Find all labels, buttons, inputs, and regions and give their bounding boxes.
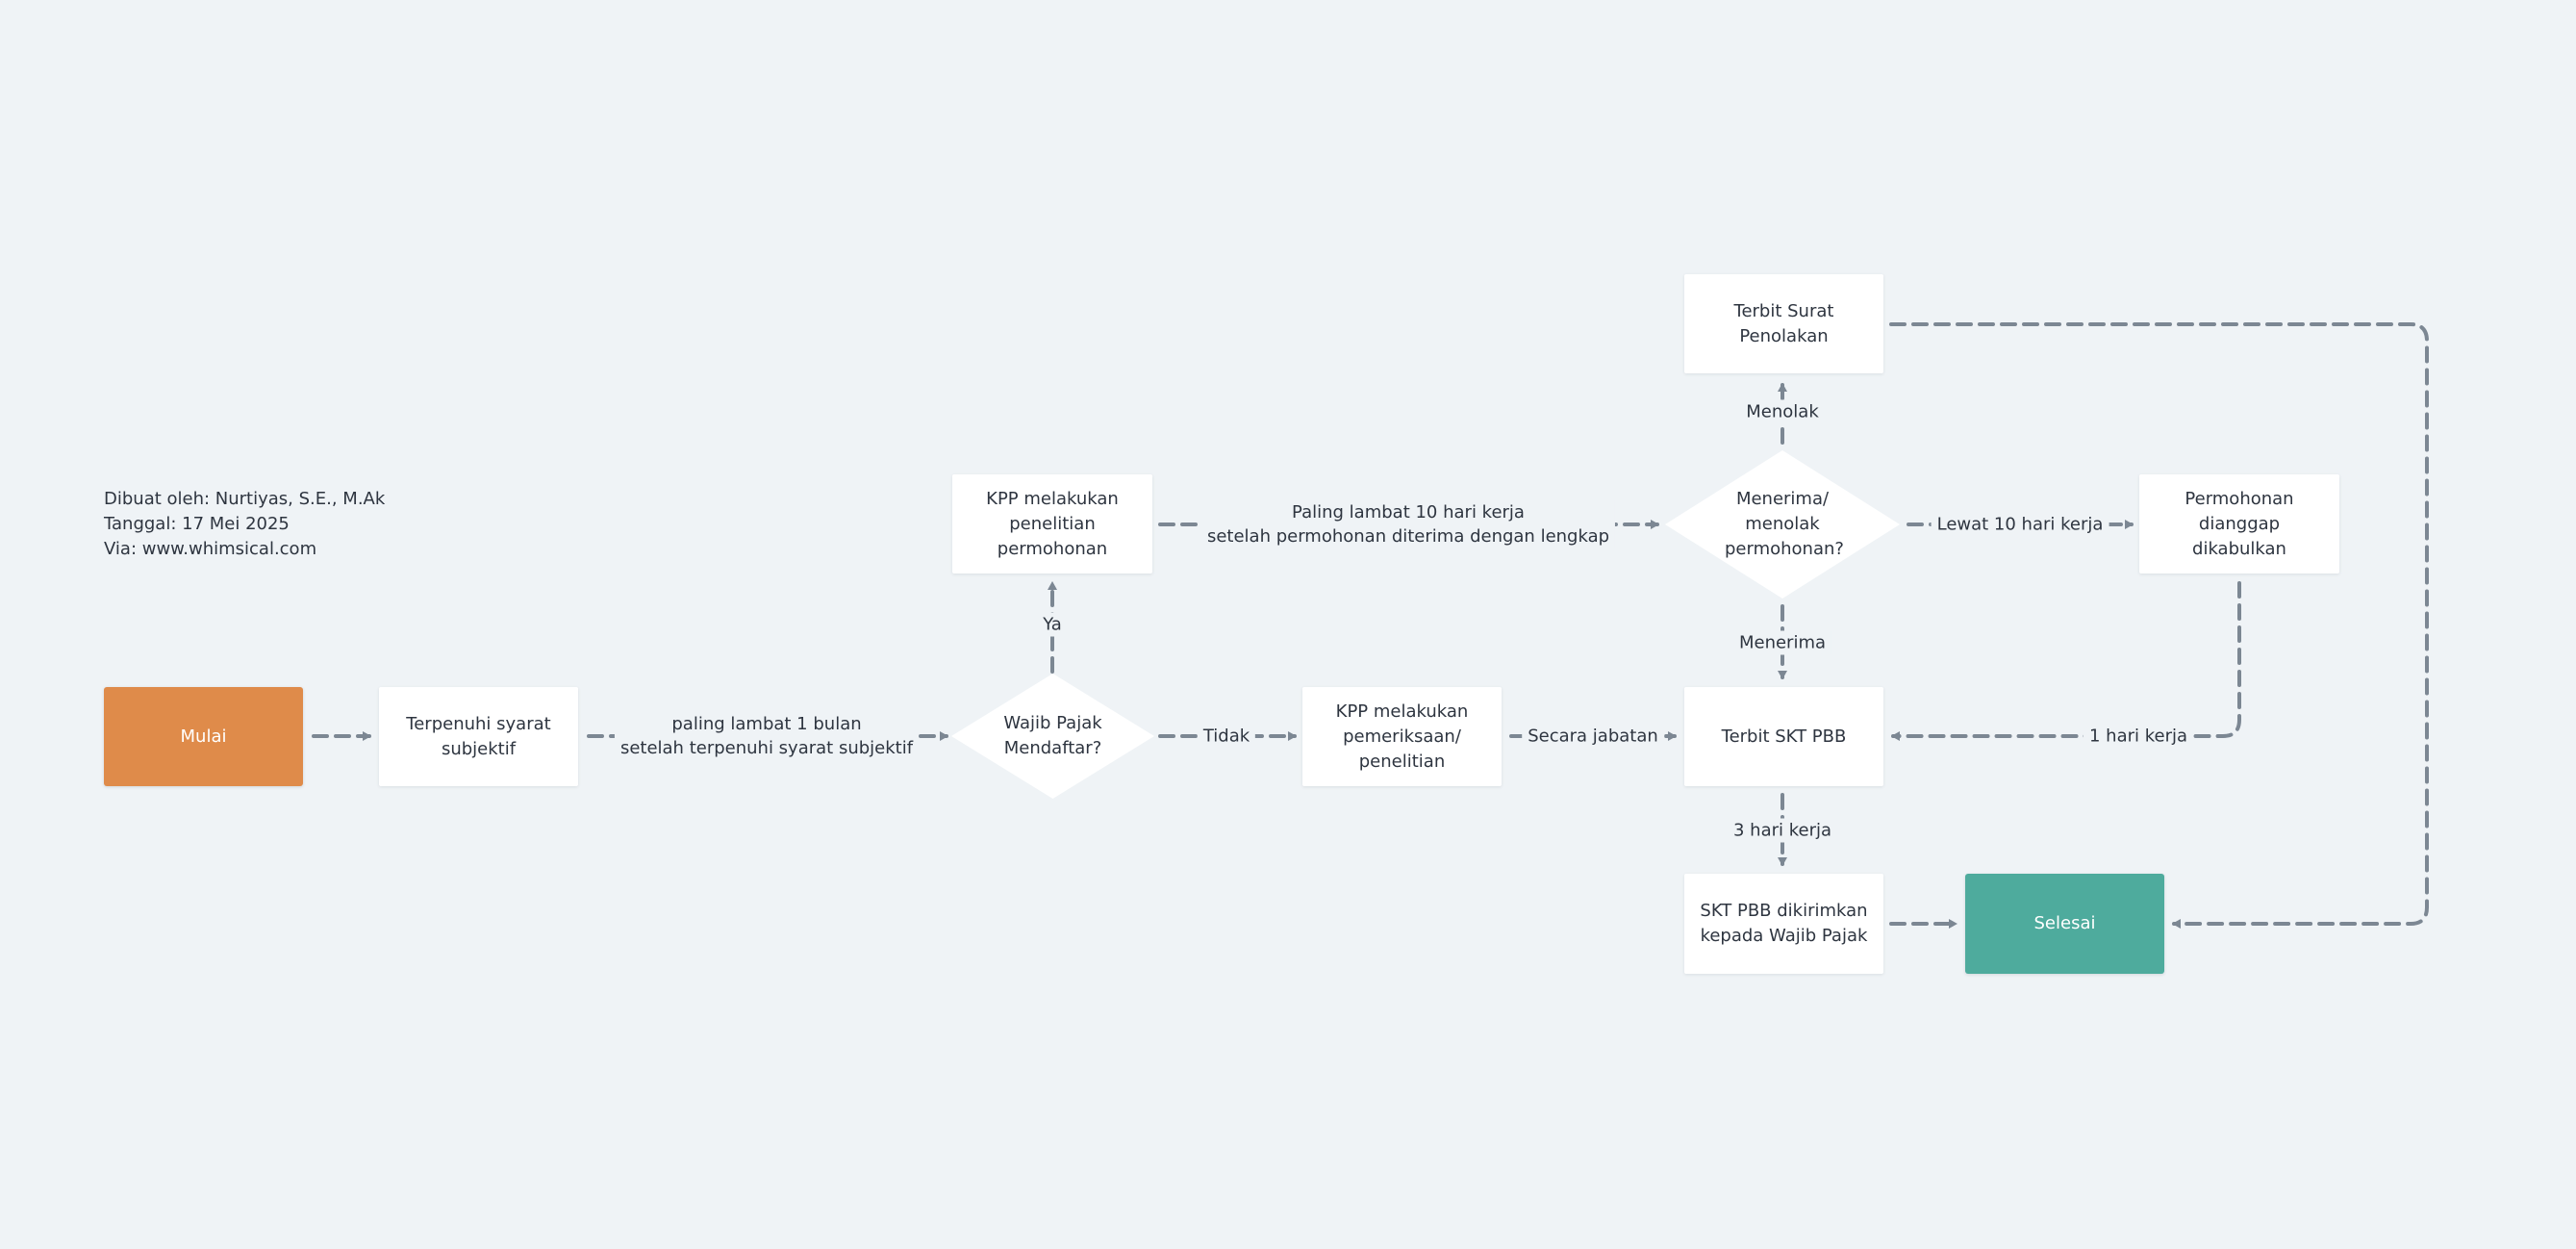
edge-label-1-bulan: paling lambat 1 bulan setelah terpenuhi …: [614, 712, 920, 760]
edge-label-secara-jabatan: Secara jabatan: [1522, 724, 1664, 749]
edge-label-1-bulan-line2: setelah terpenuhi syarat subjektif: [619, 738, 914, 758]
kpp-penelitian-label: KPP melakukan penelitian permohonan: [986, 488, 1119, 559]
decision-shape: [1665, 450, 1900, 599]
wajib-pajak-mendaftar-decision[interactable]: Wajib Pajak Mendaftar?: [951, 674, 1154, 799]
kpp-pemeriksaan-node[interactable]: KPP melakukan pemeriksaan/ penelitian: [1302, 687, 1502, 786]
wajib-pajak-label: Wajib Pajak Mendaftar?: [1003, 713, 1102, 758]
surat-penolakan-node[interactable]: Terbit Surat Penolakan: [1684, 274, 1883, 373]
skt-dikirim-node[interactable]: SKT PBB dikirimkan kepada Wajib Pajak: [1684, 874, 1883, 974]
edge-label-menerima-text: Menerima: [1738, 632, 1827, 653]
permohonan-dikabulkan-node[interactable]: Permohonan dianggap dikabulkan: [2139, 474, 2339, 574]
end-label: Selesai: [2033, 913, 2096, 933]
edge-label-1-bulan-line1: paling lambat 1 bulan: [671, 714, 862, 734]
edge-label-menolak: Menolak: [1740, 399, 1825, 424]
edge-label-10-hari-line1: Paling lambat 10 hari kerja: [1292, 502, 1525, 523]
surat-penolakan-label: Terbit Surat Penolakan: [1733, 300, 1834, 346]
edge-label-jabatan-text: Secara jabatan: [1528, 726, 1658, 747]
edge-label-tidak-text: Tidak: [1202, 726, 1250, 747]
menerima-menolak-decision[interactable]: Menerima/ menolak permohonan?: [1665, 450, 1900, 599]
edge-label-lewat-10-hari: Lewat 10 hari kerja: [1931, 512, 2109, 537]
author-text: Dibuat oleh: Nurtiyas, S.E., M.Ak: [104, 489, 386, 509]
terbit-skt-node[interactable]: Terbit SKT PBB: [1684, 687, 1883, 786]
edge-label-menerima: Menerima: [1732, 630, 1832, 655]
end-node[interactable]: Selesai: [1965, 874, 2164, 974]
decision-shape: [951, 674, 1154, 799]
terbit-skt-label: Terbit SKT PBB: [1721, 726, 1847, 747]
permohonan-dikabulkan-label: Permohonan dianggap dikabulkan: [2185, 488, 2294, 559]
start-node[interactable]: Mulai: [104, 687, 303, 786]
diagram-metadata: Dibuat oleh: Nurtiyas, S.E., M.Ak Tangga…: [104, 487, 385, 562]
edge-label-1-hari-text: 1 hari kerja: [2088, 726, 2188, 747]
edge-label-10-hari: Paling lambat 10 hari kerja setelah perm…: [1200, 500, 1616, 548]
edge-label-3-hari-text: 3 hari kerja: [1732, 820, 1832, 841]
edge-label-tidak: Tidak: [1197, 724, 1256, 749]
edge-surat-selesai: [1889, 322, 2429, 929]
via-text: Via: www.whimsical.com: [104, 539, 317, 559]
edge-label-ya: Ya: [1037, 612, 1068, 637]
edge-label-3-hari: 3 hari kerja: [1727, 818, 1838, 843]
edge-label-ya-text: Ya: [1043, 614, 1062, 635]
edge-label-lewat-text: Lewat 10 hari kerja: [1936, 514, 2104, 535]
edge-label-menolak-text: Menolak: [1746, 401, 1819, 422]
edge-dikabulkan-skt: [1891, 581, 2241, 741]
edge-label-1-hari: 1 hari kerja: [2083, 724, 2194, 749]
kpp-pemeriksaan-label: KPP melakukan pemeriksaan/ penelitian: [1335, 701, 1469, 772]
syarat-subjektif-label: Terpenuhi syarat subjektif: [406, 713, 551, 759]
edge-label-10-hari-line2: setelah permohonan diterima dengan lengk…: [1206, 526, 1610, 547]
syarat-subjektif-node[interactable]: Terpenuhi syarat subjektif: [379, 687, 578, 786]
kpp-penelitian-node[interactable]: KPP melakukan penelitian permohonan: [952, 474, 1152, 574]
skt-dikirim-label: SKT PBB dikirimkan kepada Wajib Pajak: [1700, 901, 1868, 946]
menerima-menolak-label: Menerima/ menolak permohonan?: [1725, 489, 1844, 559]
start-label: Mulai: [180, 726, 227, 747]
date-text: Tanggal: 17 Mei 2025: [104, 514, 290, 534]
